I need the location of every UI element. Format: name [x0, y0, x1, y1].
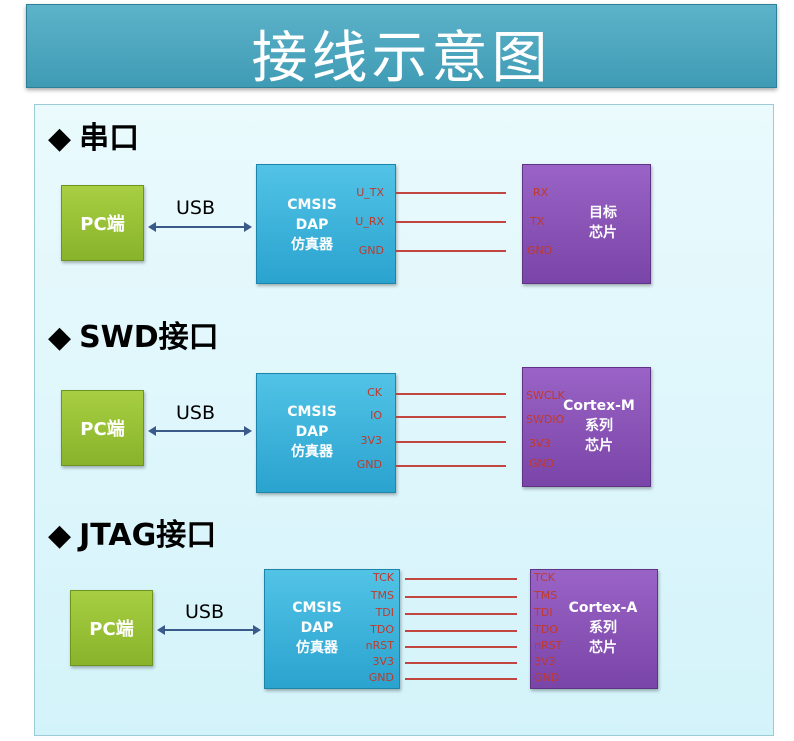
dap-pin: GND: [368, 671, 394, 684]
section-heading-text: 串口: [79, 121, 140, 156]
target-label-line: 芯片: [589, 225, 617, 241]
dap-pin: CK: [367, 386, 382, 399]
wire: [405, 630, 517, 632]
wire: [405, 678, 517, 680]
target-chip-box: Cortex-M 系列 芯片: [522, 367, 651, 487]
dap-label-line: CMSIS: [287, 197, 337, 213]
pc-box: PC端: [61, 390, 144, 466]
dap-label-line: DAP: [295, 424, 329, 440]
usb-label: USB: [176, 402, 216, 424]
dap-pin: TMS: [370, 589, 394, 602]
dap-box: CMSIS DAP 仿真器: [256, 373, 396, 493]
usb-label: USB: [176, 197, 216, 219]
dap-label-line: 仿真器: [291, 444, 333, 460]
pc-label: PC端: [80, 214, 125, 235]
dap-pin: TDO: [370, 623, 394, 636]
dap-box: CMSIS DAP 仿真器: [256, 164, 396, 284]
wire: [396, 221, 506, 223]
usb-label: USB: [185, 601, 225, 623]
target-label-line: Cortex-A: [568, 600, 638, 616]
target-pin: GND: [529, 457, 555, 470]
title-banner: 接线示意图: [26, 4, 777, 91]
dap-pin: TCK: [373, 571, 394, 584]
wire: [396, 250, 506, 252]
diamond-bullet-icon: ◆: [48, 518, 72, 553]
target-pin: 3V3: [529, 437, 551, 450]
wire: [405, 578, 517, 580]
dap-label-line: DAP: [300, 620, 334, 636]
diamond-bullet-icon: ◆: [48, 121, 72, 156]
wire: [405, 662, 517, 664]
target-label-line: 目标: [589, 205, 617, 221]
dap-pin: U_RX: [355, 215, 384, 228]
dap-pin: GND: [358, 244, 384, 257]
dap-pin: GND: [356, 458, 382, 471]
wire: [396, 465, 506, 467]
target-label-line: 系列: [589, 620, 617, 636]
target-chip-box: 目标 芯片: [522, 164, 651, 284]
target-pin: 3V3: [534, 655, 556, 668]
target-chip-box: Cortex-A 系列 芯片: [530, 569, 658, 689]
section-heading-jtag: ◆JTAG接口: [48, 510, 216, 554]
target-label: 目标 芯片: [563, 203, 643, 243]
dap-label-line: CMSIS: [292, 600, 342, 616]
dap-pin: 3V3: [372, 655, 394, 668]
wire: [396, 393, 506, 395]
diamond-bullet-icon: ◆: [48, 320, 72, 355]
wire: [405, 596, 517, 598]
target-pin: TCK: [534, 571, 555, 584]
dap-pin: 3V3: [360, 434, 382, 447]
section-heading-text: SWD接口: [79, 320, 219, 355]
wire: [405, 646, 517, 648]
dap-box: CMSIS DAP 仿真器: [264, 569, 400, 689]
dap-label-line: CMSIS: [287, 404, 337, 420]
dap-pin: TDI: [375, 606, 394, 619]
wire: [396, 192, 506, 194]
wire: [405, 613, 517, 615]
dap-label: CMSIS DAP 仿真器: [265, 598, 369, 658]
section-heading-swd: ◆SWD接口: [48, 312, 219, 356]
pc-label: PC端: [80, 419, 125, 440]
dap-label-line: 仿真器: [296, 640, 338, 656]
dap-label: CMSIS DAP 仿真器: [257, 402, 367, 462]
usb-double-arrow-icon: [148, 426, 252, 436]
dap-label-line: 仿真器: [291, 237, 333, 253]
dap-pin: nRST: [365, 639, 394, 652]
target-pin: SWCLK: [526, 389, 565, 402]
dap-label: CMSIS DAP 仿真器: [257, 195, 367, 255]
target-pin: TMS: [534, 589, 558, 602]
target-label: Cortex-M 系列 芯片: [553, 396, 645, 456]
target-pin: nRST: [534, 639, 563, 652]
pc-box: PC端: [70, 590, 153, 666]
pc-label: PC端: [89, 619, 134, 640]
target-pin: GND: [534, 671, 560, 684]
target-label-line: 芯片: [589, 640, 617, 656]
usb-double-arrow-icon: [148, 222, 252, 232]
dap-pin: U_TX: [356, 186, 384, 199]
target-label-line: 芯片: [585, 438, 613, 454]
page-title: 接线示意图: [251, 26, 552, 91]
target-pin: GND: [527, 244, 553, 257]
target-pin: TDO: [534, 623, 558, 636]
target-label-line: Cortex-M: [563, 398, 635, 414]
pc-box: PC端: [61, 185, 144, 261]
usb-double-arrow-icon: [157, 625, 261, 635]
target-pin: RX: [533, 186, 549, 199]
dap-label-line: DAP: [295, 217, 329, 233]
dap-pin: IO: [370, 409, 382, 422]
target-pin: TX: [530, 215, 545, 228]
section-heading-serial: ◆串口: [48, 113, 139, 157]
target-label-line: 系列: [585, 418, 613, 434]
target-pin: TDI: [534, 606, 553, 619]
wire: [396, 441, 506, 443]
target-label: Cortex-A 系列 芯片: [557, 598, 649, 658]
section-heading-text: JTAG接口: [79, 518, 217, 553]
wire: [396, 416, 506, 418]
target-pin: SWDIO: [526, 413, 565, 426]
